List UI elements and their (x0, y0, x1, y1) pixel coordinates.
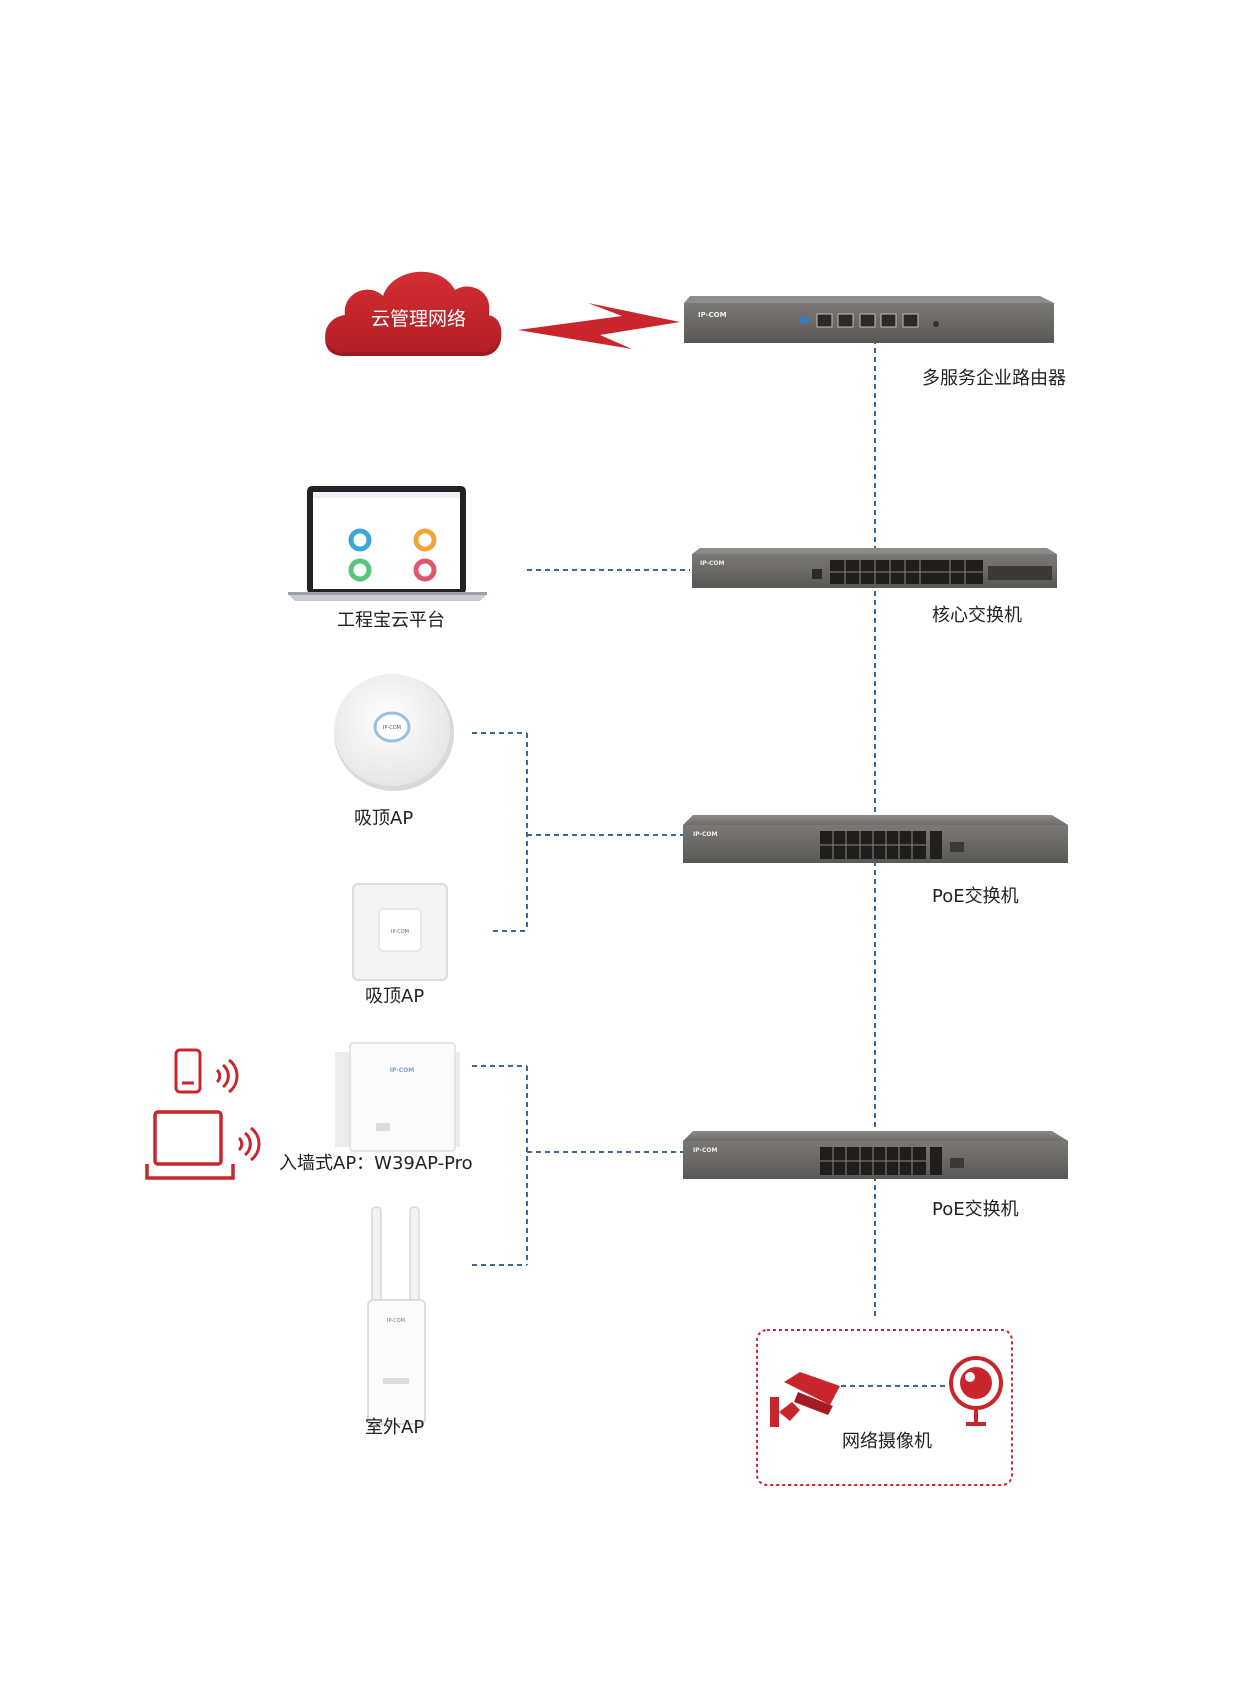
outdoor-ap-device: IP-COM (367, 1206, 426, 1425)
ceiling-ap-1-label: 吸顶AP (354, 808, 414, 829)
laptop-platform-icon (288, 486, 487, 601)
platform-label: 工程宝云平台 (337, 610, 445, 631)
phone-icon (174, 1048, 202, 1094)
laptop-client-icon (145, 1110, 235, 1180)
ceiling-ap-2-label: 吸顶AP (365, 986, 425, 1007)
poe-switch-1-label: PoE交换机 (932, 886, 1019, 907)
cctv-camera-icon (770, 1372, 840, 1427)
camera-label: 网络摄像机 (842, 1431, 932, 1452)
core-switch-label: 核心交换机 (932, 605, 1022, 626)
svg-text:IP-COM: IP-COM (387, 1318, 405, 1324)
cloud-icon (325, 271, 502, 356)
wifi-icon (215, 1058, 261, 1162)
ceiling-ap-square-device: IP-COM (352, 883, 448, 981)
svg-text:IP-COM: IP-COM (700, 560, 725, 567)
svg-text:IP-COM: IP-COM (383, 725, 401, 731)
svg-text:IP-COM: IP-COM (693, 831, 718, 838)
svg-text:IP-COM: IP-COM (391, 929, 409, 935)
svg-text:IP-COM: IP-COM (390, 1067, 415, 1074)
wall-ap-label: 入墙式AP：W39AP-Pro (279, 1153, 473, 1174)
cloud-label: 云管理网络 (371, 308, 467, 330)
router-device: IP-COM (684, 296, 1054, 343)
core-switch-device: IP-COM (692, 548, 1057, 588)
ceiling-ap-round-device: IP-COM (334, 674, 454, 791)
wall-ap-device: IP-COM (335, 1042, 460, 1152)
svg-text:IP-COM: IP-COM (698, 311, 727, 319)
router-label: 多服务企业路由器 (922, 368, 1066, 389)
svg-text:IP-COM: IP-COM (693, 1147, 718, 1154)
poe-switch-2-label: PoE交换机 (932, 1199, 1019, 1220)
poe-switch-1-device: IP-COM (683, 815, 1068, 863)
outdoor-ap-label: 室外AP (365, 1417, 425, 1438)
dome-camera-icon (949, 1356, 1003, 1426)
poe-switch-2-device: IP-COM (683, 1131, 1068, 1179)
camera-group-box (756, 1329, 1013, 1486)
lightning-icon (518, 303, 680, 349)
